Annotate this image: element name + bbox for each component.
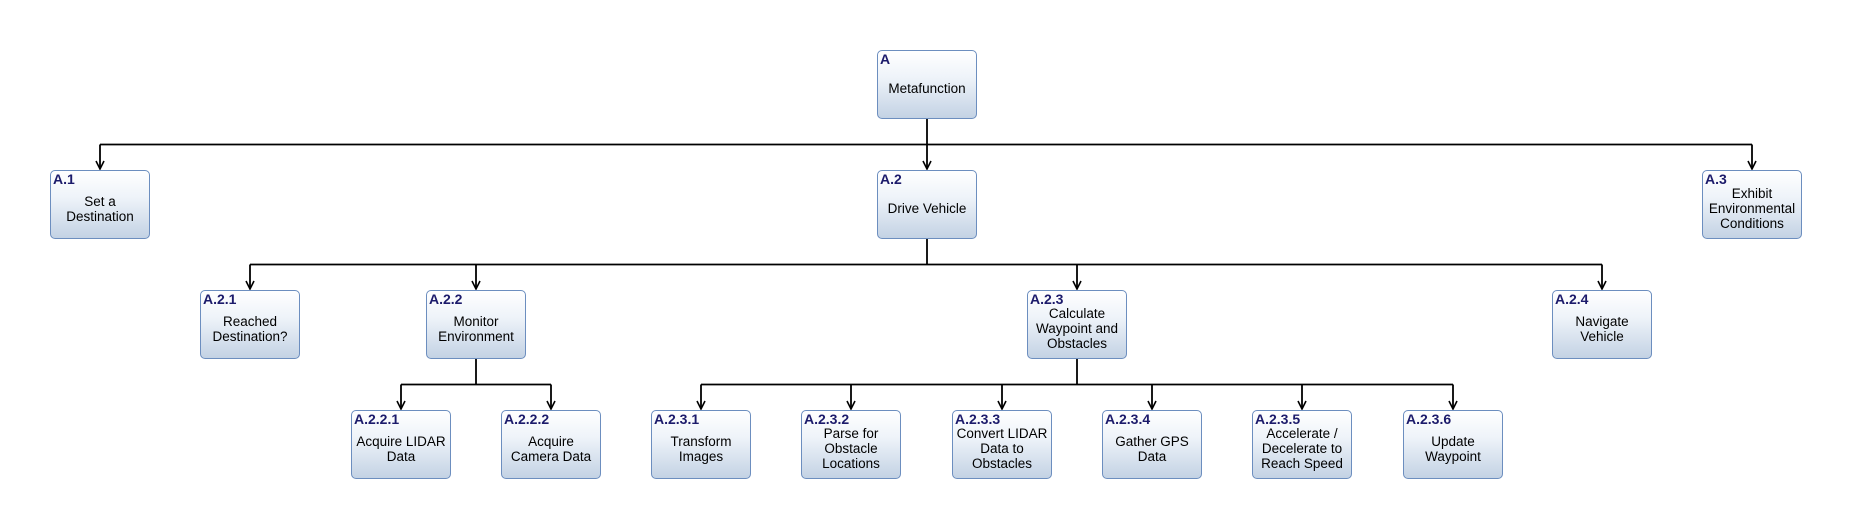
- function-id: A.2.3.6: [1406, 411, 1452, 427]
- function-box-a235[interactable]: A.2.3.5 Accelerate / Decelerate to Reach…: [1252, 410, 1352, 479]
- function-box-a24[interactable]: A.2.4 Navigate Vehicle: [1552, 290, 1652, 359]
- function-id: A.1: [53, 171, 75, 187]
- function-box-a221[interactable]: A.2.2.1 Acquire LIDAR Data: [351, 410, 451, 479]
- function-id: A.2.2.2: [504, 411, 550, 427]
- function-label: Set a Destination: [66, 193, 134, 224]
- function-box-a233[interactable]: A.2.3.3 Convert LIDAR Data to Obstacles: [952, 410, 1052, 479]
- function-box-a232[interactable]: A.2.3.2 Parse for Obstacle Locations: [801, 410, 901, 479]
- function-box-a1[interactable]: A.1 Set a Destination: [50, 170, 150, 239]
- function-box-a231[interactable]: A.2.3.1 Transform Images: [651, 410, 751, 479]
- function-label: Acquire Camera Data: [510, 433, 592, 464]
- function-id: A.2.3.2: [804, 411, 850, 427]
- function-box-a3[interactable]: A.3 Exhibit Environmental Conditions: [1702, 170, 1802, 239]
- function-id: A.3: [1705, 171, 1727, 187]
- function-label: Navigate Vehicle: [1575, 313, 1629, 344]
- function-label: Monitor Environment: [438, 313, 514, 344]
- function-box-a22[interactable]: A.2.2 Monitor Environment: [426, 290, 526, 359]
- function-label: Gather GPS Data: [1115, 433, 1189, 464]
- function-id: A.2.3.4: [1105, 411, 1151, 427]
- function-id: A: [880, 51, 891, 67]
- function-id: A.2.4: [1555, 291, 1589, 307]
- function-label: Update Waypoint: [1425, 433, 1481, 464]
- function-id: A.2.3.5: [1255, 411, 1301, 427]
- function-box-a222[interactable]: A.2.2.2 Acquire Camera Data: [501, 410, 601, 479]
- function-label: Parse for Obstacle Locations: [822, 426, 880, 471]
- function-box-a[interactable]: A Metafunction: [877, 50, 977, 119]
- function-id: A.2.3: [1030, 291, 1064, 307]
- function-id: A.2.3.3: [955, 411, 1001, 427]
- function-box-a2[interactable]: A.2 Drive Vehicle: [877, 170, 977, 239]
- function-box-a234[interactable]: A.2.3.4 Gather GPS Data: [1102, 410, 1202, 479]
- function-label: Accelerate / Decelerate to Reach Speed: [1261, 426, 1343, 471]
- function-box-a21[interactable]: A.2.1 Reached Destination?: [200, 290, 300, 359]
- function-label: Transform Images: [670, 433, 732, 464]
- function-id: A.2.2.1: [354, 411, 400, 427]
- function-label: Acquire LIDAR Data: [356, 433, 446, 464]
- function-label: Reached Destination?: [212, 313, 288, 344]
- function-label: Drive Vehicle: [887, 201, 967, 216]
- function-id: A.2.3.1: [654, 411, 700, 427]
- function-label: Convert LIDAR Data to Obstacles: [956, 426, 1048, 471]
- function-box-a23[interactable]: A.2.3 Calculate Waypoint and Obstacles: [1027, 290, 1127, 359]
- function-id: A.2.2: [429, 291, 463, 307]
- function-label: Metafunction: [888, 81, 966, 96]
- function-id: A.2.1: [203, 291, 237, 307]
- function-label: Exhibit Environmental Conditions: [1708, 186, 1796, 231]
- function-label: Calculate Waypoint and Obstacles: [1035, 306, 1119, 351]
- function-id: A.2: [880, 171, 902, 187]
- function-box-a236[interactable]: A.2.3.6 Update Waypoint: [1403, 410, 1503, 479]
